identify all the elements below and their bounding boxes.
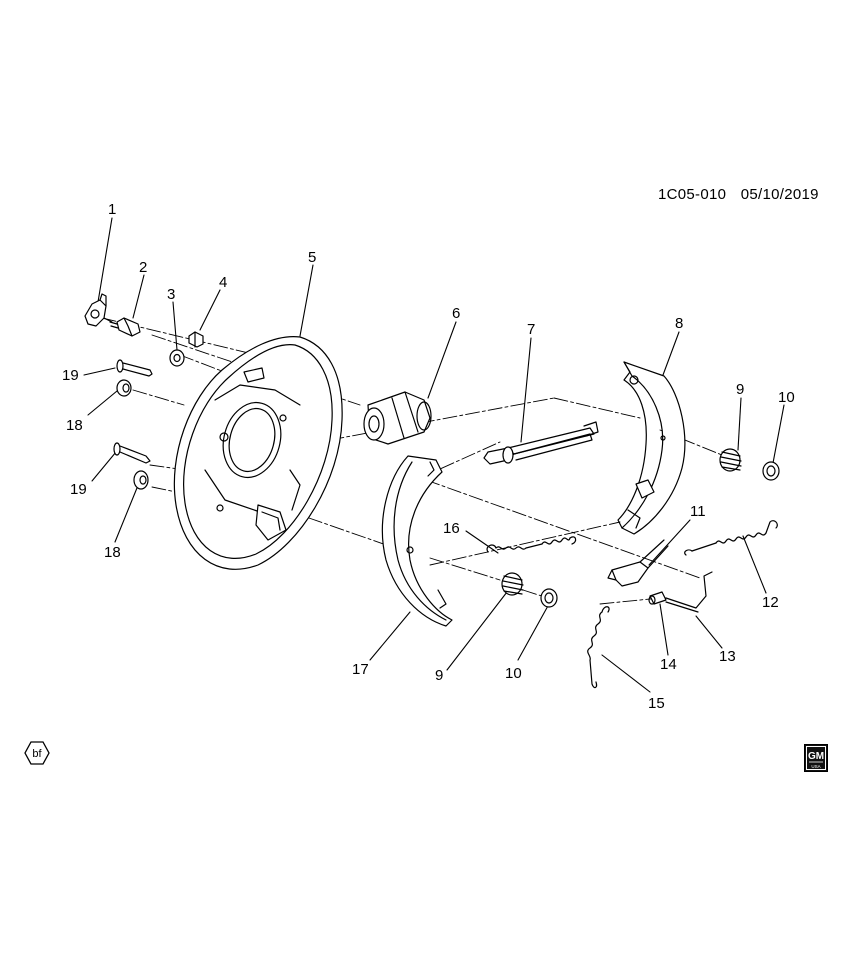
part-9-upper-spring-cup <box>719 448 742 472</box>
callout-15: 15 <box>648 695 665 712</box>
callout-8: 8 <box>675 315 684 332</box>
part-5-backing-plate <box>173 336 343 570</box>
gm-logo-icon: GM USA <box>804 744 828 772</box>
callout-10-upper: 10 <box>778 389 795 406</box>
badge-text: bf <box>32 748 42 760</box>
part-9-lower-spring-cup <box>501 572 524 596</box>
callout-10-lower: 10 <box>505 665 522 682</box>
callout-14: 14 <box>660 656 677 673</box>
callout-9-lower: 9 <box>435 667 444 684</box>
callout-19-lower: 19 <box>70 481 87 498</box>
part-8-brake-shoe <box>617 361 686 535</box>
part-4-bolt <box>188 331 204 348</box>
part-15-spring <box>587 606 610 689</box>
hexagon-badge-icon: bf <box>24 741 50 765</box>
callout-6: 6 <box>452 305 461 322</box>
part-12-spring <box>684 520 778 556</box>
reference-code-date: 05/10/2019 <box>740 186 819 203</box>
callout-5: 5 <box>308 249 317 266</box>
callout-2: 2 <box>139 259 148 276</box>
leader-lines <box>83 217 785 693</box>
callout-19-upper: 19 <box>62 367 79 384</box>
part-1-bleeder-bracket <box>84 293 113 327</box>
part-2-bleeder-valve <box>109 317 141 337</box>
part-18-upper-grommet <box>116 379 132 397</box>
part-18-lower-grommet <box>133 470 149 490</box>
part-19-upper-pin <box>116 359 153 377</box>
callout-12: 12 <box>762 594 779 611</box>
callout-16: 16 <box>443 520 460 537</box>
reference-code-id: 1C05-010 <box>658 186 727 203</box>
callout-18-lower: 18 <box>104 544 121 561</box>
part-13-strut <box>665 571 713 613</box>
part-10-upper-retainer <box>762 461 780 481</box>
reference-code: 1C05-010 05/10/2019 <box>658 186 819 203</box>
part-19-lower-pin <box>113 442 151 464</box>
part-14-pin <box>648 591 667 605</box>
callout-3: 3 <box>167 286 176 303</box>
logo-sub: USA <box>811 764 820 769</box>
part-7-adjuster <box>483 421 599 465</box>
callout-18-upper: 18 <box>66 417 83 434</box>
callout-17: 17 <box>352 661 369 678</box>
part-3-washer <box>169 349 185 367</box>
callout-1: 1 <box>108 201 117 218</box>
logo-brand: GM <box>808 751 824 762</box>
callout-11: 11 <box>690 503 706 520</box>
callout-9-upper: 9 <box>736 381 745 398</box>
part-11-lever <box>607 539 669 587</box>
part-16-spring <box>486 536 577 553</box>
part-6-wheel-cylinder <box>363 391 432 445</box>
part-10-lower-retainer <box>540 588 558 608</box>
callout-13: 13 <box>719 648 736 665</box>
part-17-brake-shoe <box>381 455 453 627</box>
callout-4: 4 <box>219 274 228 291</box>
callout-7: 7 <box>527 321 536 338</box>
